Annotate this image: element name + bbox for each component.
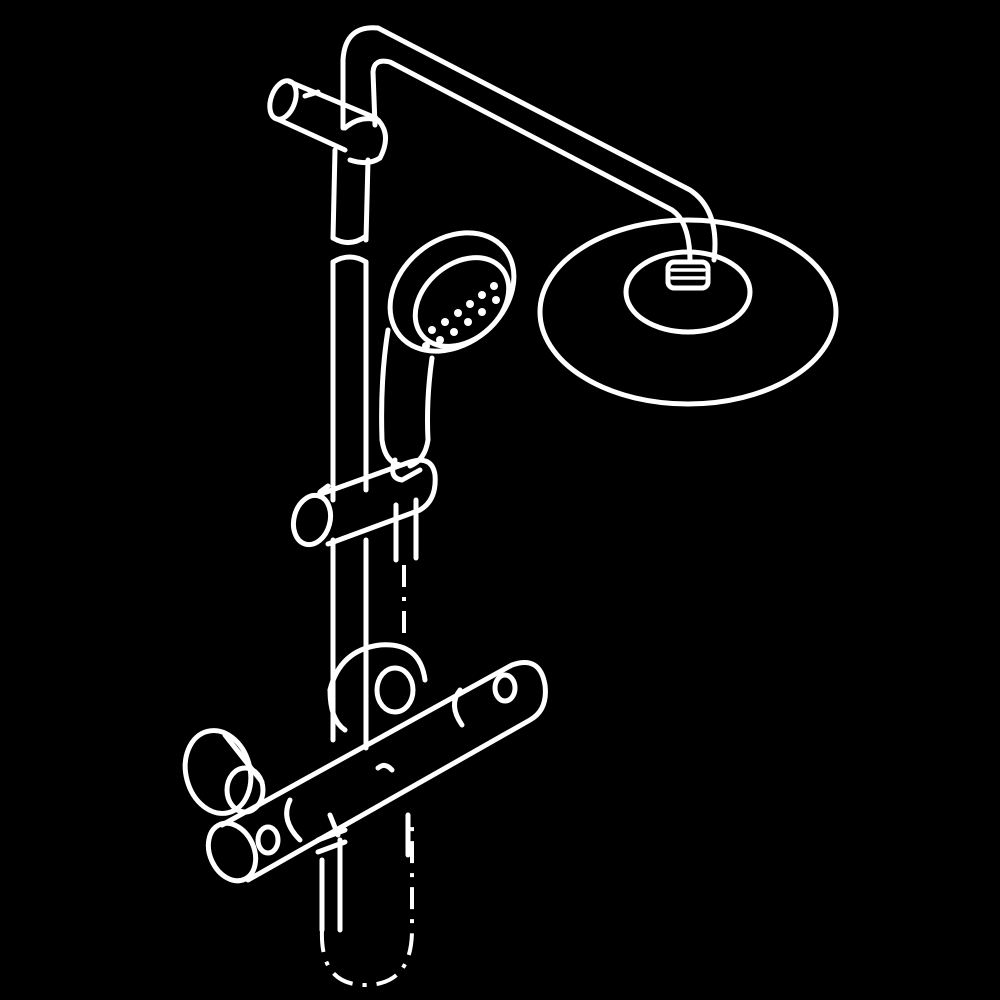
wall-connection-right (327, 642, 428, 733)
hand-shower (379, 230, 517, 469)
thermostatic-mixer (205, 660, 548, 884)
overhead-shower-head (537, 217, 839, 407)
top-rail-bracket (267, 78, 388, 166)
wall-connection-left (182, 728, 266, 816)
shower-arm (340, 25, 718, 265)
hand-shower-holder (290, 457, 438, 563)
